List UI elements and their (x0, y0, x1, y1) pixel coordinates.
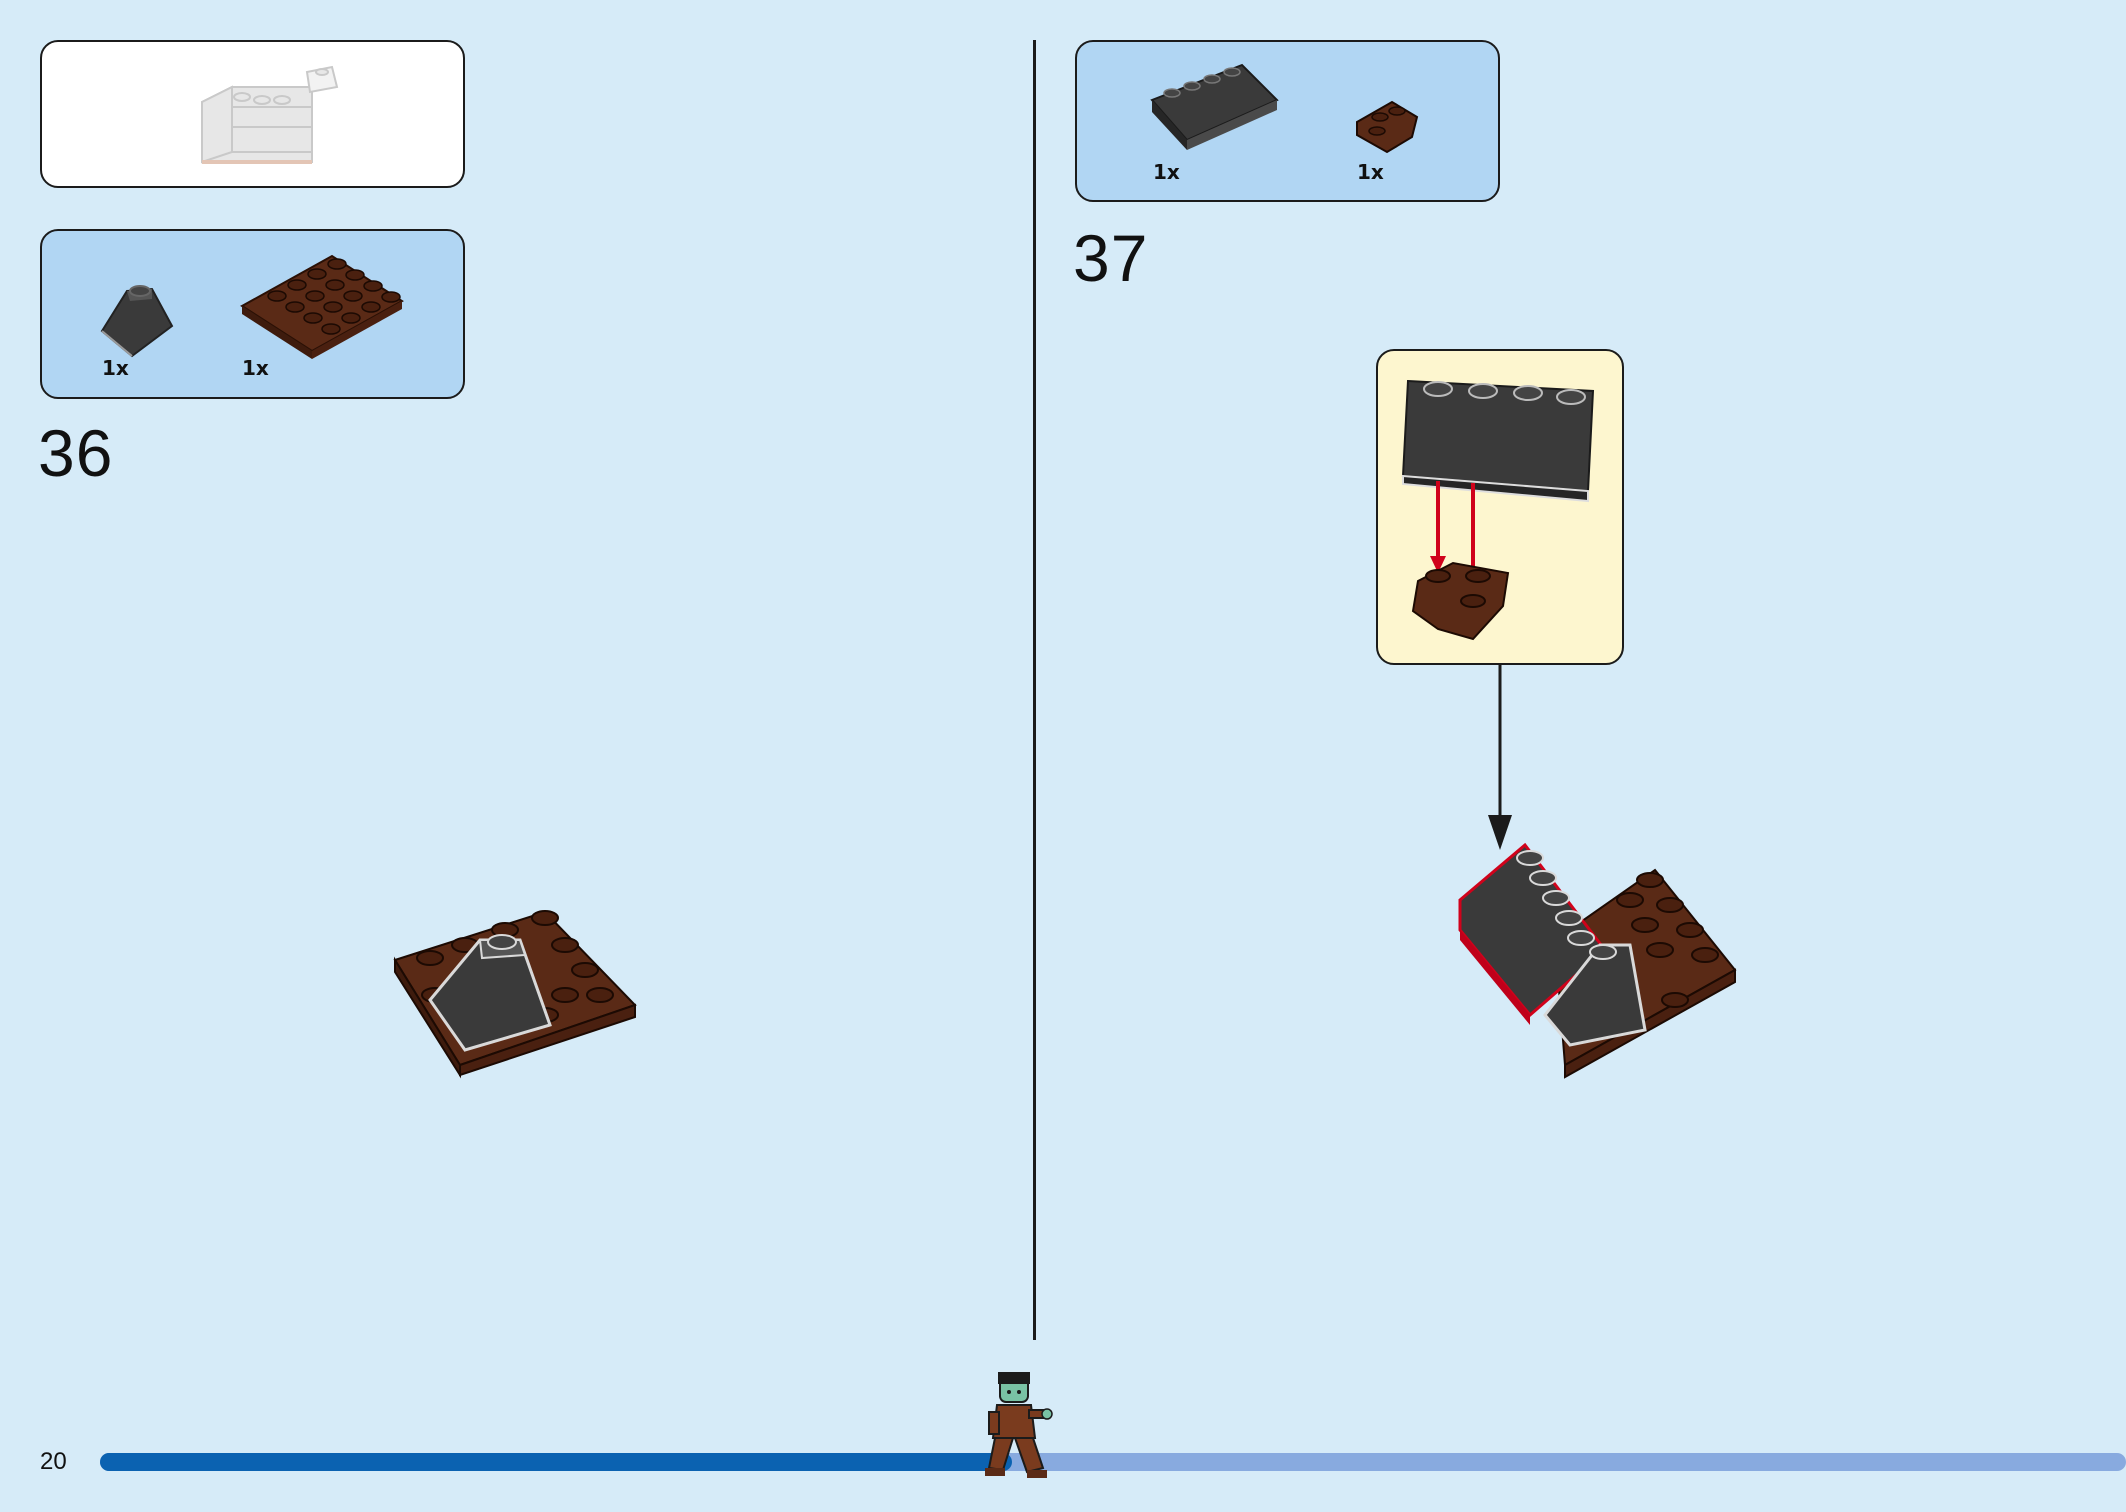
step-36-assembly-image (393, 910, 637, 1079)
part-qty: 1x (102, 356, 129, 380)
parts-list-step-36: 1x 1x (40, 229, 465, 399)
overview-panel (40, 40, 465, 188)
step-37-assembly-image (1458, 842, 1737, 1079)
page-divider (1033, 40, 1036, 1340)
placement-arrow (1488, 665, 1512, 850)
step-number: 37 (1073, 221, 1149, 295)
step-number: 36 (38, 416, 114, 490)
progress-fill (100, 1453, 1012, 1471)
callout-assembly-image (1401, 379, 1595, 641)
black-slope-corner-icon (100, 285, 174, 358)
parts-list-step-37: 1x 1x (1075, 40, 1500, 202)
brown-wedge-plate-icon (1356, 100, 1419, 154)
model-overview-image (201, 65, 339, 164)
part-qty: 1x (1153, 160, 1180, 184)
minifigure-icon (985, 1372, 1053, 1478)
brown-plate-icon (240, 254, 404, 359)
black-slope-icon (1150, 63, 1279, 150)
part-qty: 1x (1357, 160, 1384, 184)
page-number: 20 (40, 1448, 67, 1475)
sub-assembly-callout (1376, 349, 1624, 665)
part-qty: 1x (242, 356, 269, 380)
